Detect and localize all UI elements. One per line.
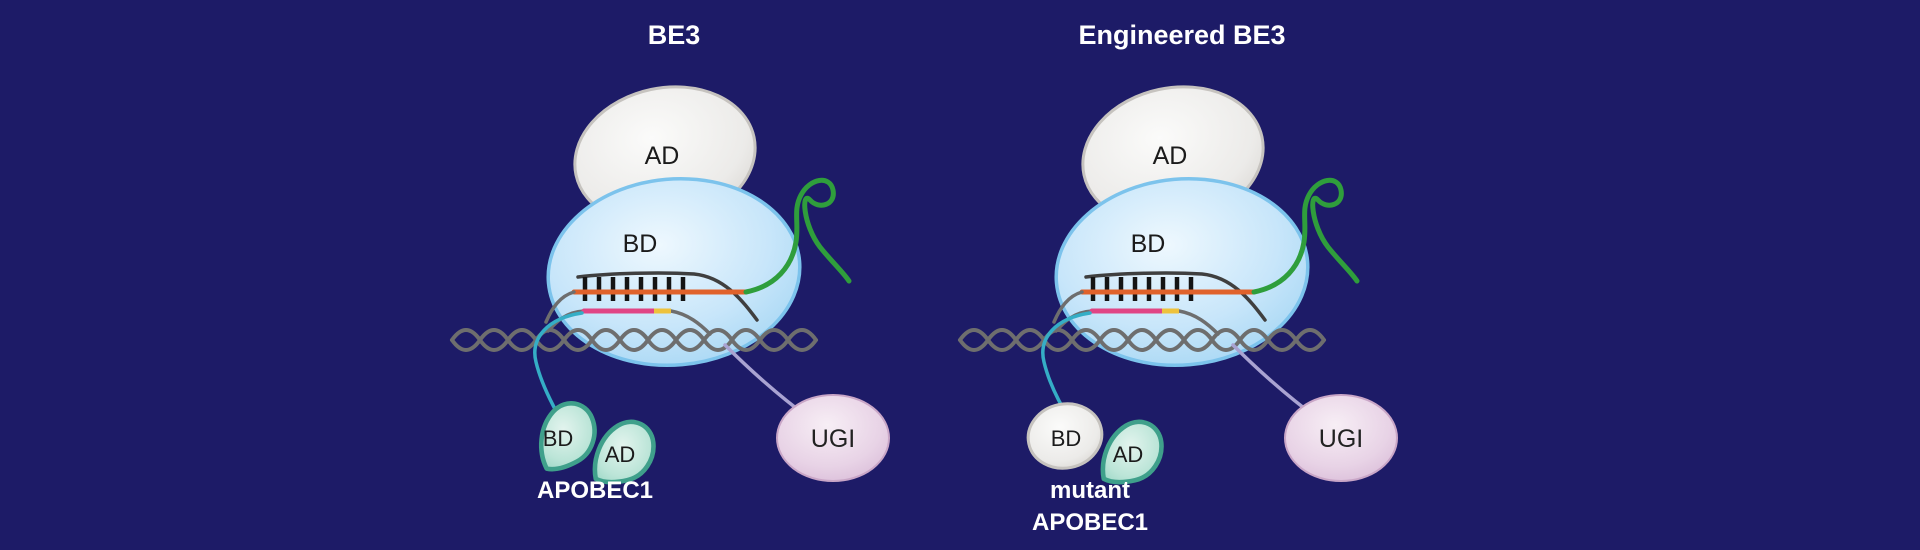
apobec-bd-leaf (539, 401, 597, 472)
ad-domain-label: AD (1153, 142, 1188, 170)
base-pair-ticks (1090, 277, 1194, 301)
dna-helix-strand (450, 328, 818, 352)
sgrna-scaffold-line (743, 178, 852, 295)
apobec-ad-leaf (1100, 419, 1164, 485)
ugi-label: UGI (811, 425, 855, 453)
ad-domain-label: AD (645, 142, 680, 170)
panel-be3: BE3 AD BD BD AD UGI APOBEC1 (450, 20, 890, 504)
dna-helix-strand (450, 328, 818, 352)
bd-domain-label: BD (623, 230, 658, 258)
apobec-caption-line1: mutant (1050, 477, 1130, 504)
panel-engineered-be3: Engineered BE3 AD BD BD AD UGI mutant AP… (958, 20, 1398, 536)
apobec-ad-leaf (592, 419, 656, 485)
base-pair-ticks (582, 277, 686, 301)
apobec-ad-label: AD (1113, 442, 1144, 467)
apobec-linker-line (533, 311, 584, 424)
bd-domain-label: BD (1131, 230, 1166, 258)
target-strand-line (1084, 271, 1267, 322)
dna-helix-strand (958, 328, 1326, 352)
apobec-bd-mutant-blob (1026, 402, 1104, 470)
target-strand-line (576, 271, 759, 322)
panel-title: BE3 (648, 20, 701, 50)
apobec-bd-label: BD (1051, 426, 1082, 451)
apobec-bd-label: BD (543, 426, 574, 451)
apobec-caption-line1: APOBEC1 (537, 477, 653, 504)
ugi-label: UGI (1319, 425, 1363, 453)
apobec-caption-line2: APOBEC1 (1032, 509, 1148, 536)
sgrna-scaffold-line (1251, 178, 1360, 295)
apobec-ad-label: AD (605, 442, 636, 467)
dna-helix-strand (958, 328, 1326, 352)
ugi-blob (1284, 394, 1398, 482)
panel-title: Engineered BE3 (1078, 20, 1285, 50)
ugi-blob (776, 394, 890, 482)
